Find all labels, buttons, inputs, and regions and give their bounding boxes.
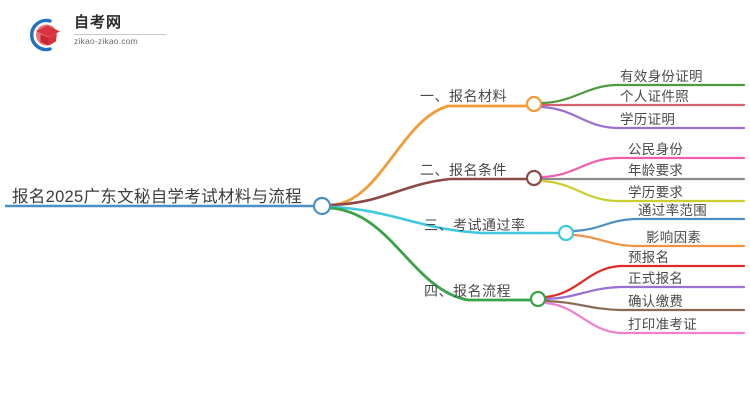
leaf-link-3-2 — [572, 233, 746, 248]
leaf-label-2-3[interactable]: 学历要求 — [628, 185, 684, 200]
leaf-link-4-3 — [544, 299, 746, 312]
leaf-label-2-2[interactable]: 年龄要求 — [628, 163, 684, 178]
leaf-link-4-1 — [544, 264, 746, 299]
leaf-link-4-4 — [544, 301, 746, 335]
leaf-label-3-1[interactable]: 通过率范围 — [638, 203, 707, 218]
branch-label-4[interactable]: 四、报名流程 — [424, 283, 511, 299]
leaf-link-1-3 — [540, 105, 746, 130]
leaf-label-3-2[interactable]: 影响因素 — [646, 230, 702, 245]
leaf-label-2-1[interactable]: 公民身份 — [628, 142, 684, 157]
leaf-label-4-2[interactable]: 正式报名 — [628, 271, 684, 286]
leaf-link-1-1 — [540, 83, 746, 105]
leaf-link-3-1 — [572, 217, 746, 233]
node-branch-2[interactable] — [525, 169, 543, 187]
node-branch-4[interactable] — [529, 290, 547, 308]
root-label[interactable]: 报名2025广东文秘自学考试材料与流程 — [12, 188, 302, 206]
node-branch-1[interactable] — [525, 95, 543, 113]
leaf-label-4-4[interactable]: 打印准考证 — [628, 317, 697, 332]
logo-title: 自考网 — [74, 14, 123, 31]
leaf-label-1-1[interactable]: 有效身份证明 — [620, 69, 703, 84]
branch-label-1[interactable]: 一、报名材料 — [420, 88, 507, 104]
logo-divider — [74, 34, 166, 35]
node-branch-3[interactable] — [557, 224, 575, 242]
site-logo: 自考网 zikao-zikao.com — [22, 12, 167, 56]
branch-link-4 — [328, 206, 540, 302]
branch-label-2[interactable]: 二、报名条件 — [420, 162, 507, 178]
leaf-link-2-3 — [540, 179, 746, 203]
graduation-cap-icon — [22, 16, 66, 54]
branch-link-1 — [328, 104, 536, 207]
leaf-label-1-2[interactable]: 个人证件照 — [620, 89, 689, 104]
branch-link-3 — [328, 205, 568, 235]
branch-link-2 — [328, 177, 536, 207]
logo-subtitle: zikao-zikao.com — [74, 36, 138, 46]
leaf-link-4-2 — [544, 285, 746, 301]
leaf-label-4-3[interactable]: 确认缴费 — [628, 294, 684, 309]
node-root[interactable] — [312, 196, 332, 216]
branch-label-3[interactable]: 三、考试通过率 — [424, 217, 526, 233]
leaf-label-1-3[interactable]: 学历证明 — [620, 112, 676, 127]
leaf-link-2-1 — [540, 156, 746, 179]
leaf-label-4-1[interactable]: 预报名 — [628, 250, 670, 265]
